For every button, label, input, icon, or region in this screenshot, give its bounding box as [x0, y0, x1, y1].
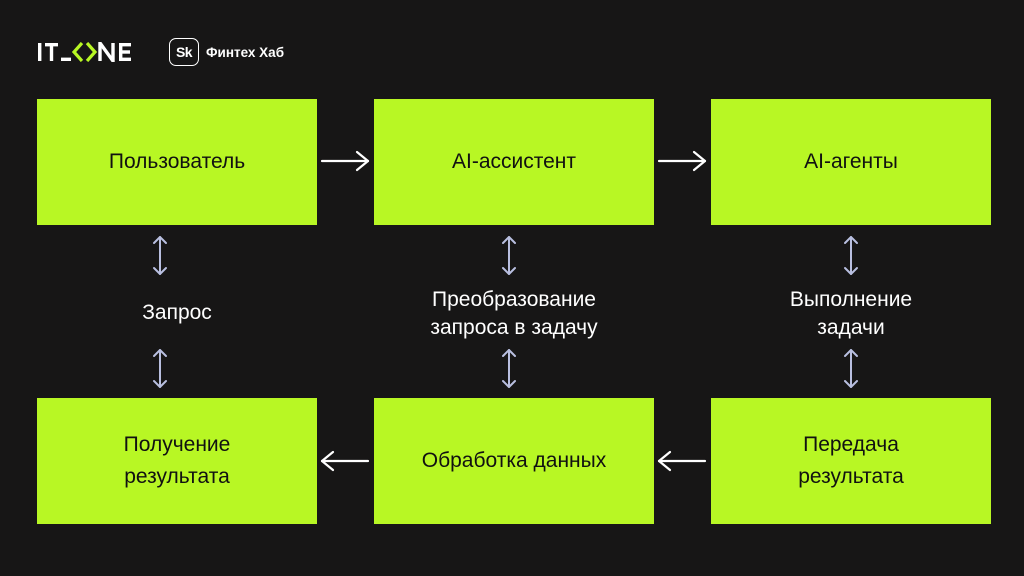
box-result-receive-label: Получение результата	[123, 433, 231, 488]
label-transform: Преобразование запроса в задачу	[430, 288, 598, 339]
box-ai-agents: AI-агенты	[711, 99, 991, 225]
box-user: Пользователь	[37, 99, 317, 225]
box-data-processing: Обработка данных	[374, 398, 654, 524]
arrow-up-down-icon	[153, 236, 167, 275]
sk-logo-badge: Sk	[169, 38, 199, 66]
arrow-up-down-icon	[844, 349, 858, 388]
itone-logo	[38, 42, 131, 62]
box-ai-assistant: AI-ассистент	[374, 99, 654, 225]
box-result-receive: Получение результата	[37, 398, 317, 524]
logo-separator	[160, 38, 161, 66]
arrow-right-icon	[320, 150, 370, 172]
arrow-right-icon	[657, 150, 707, 172]
arrow-up-down-icon	[153, 349, 167, 388]
header-logos: Sk Финтех Хаб	[38, 37, 284, 67]
label-execute: Выполнение задачи	[789, 288, 913, 339]
arrow-up-down-icon	[502, 349, 516, 388]
arrow-left-icon	[320, 450, 370, 472]
box-user-label: Пользователь	[108, 150, 246, 173]
arrow-up-down-icon	[844, 236, 858, 275]
box-result-transfer-label: Передача результата	[798, 433, 904, 488]
partner-name: Финтех Хаб	[206, 44, 285, 60]
label-request: Запрос	[142, 301, 212, 324]
box-ai-assistant-label: AI-ассистент	[451, 150, 577, 173]
box-data-processing-label: Обработка данных	[421, 449, 607, 472]
box-ai-agents-label: AI-агенты	[804, 150, 898, 173]
box-result-transfer: Передача результата	[711, 398, 991, 524]
arrow-left-icon	[657, 450, 707, 472]
arrow-up-down-icon	[502, 236, 516, 275]
